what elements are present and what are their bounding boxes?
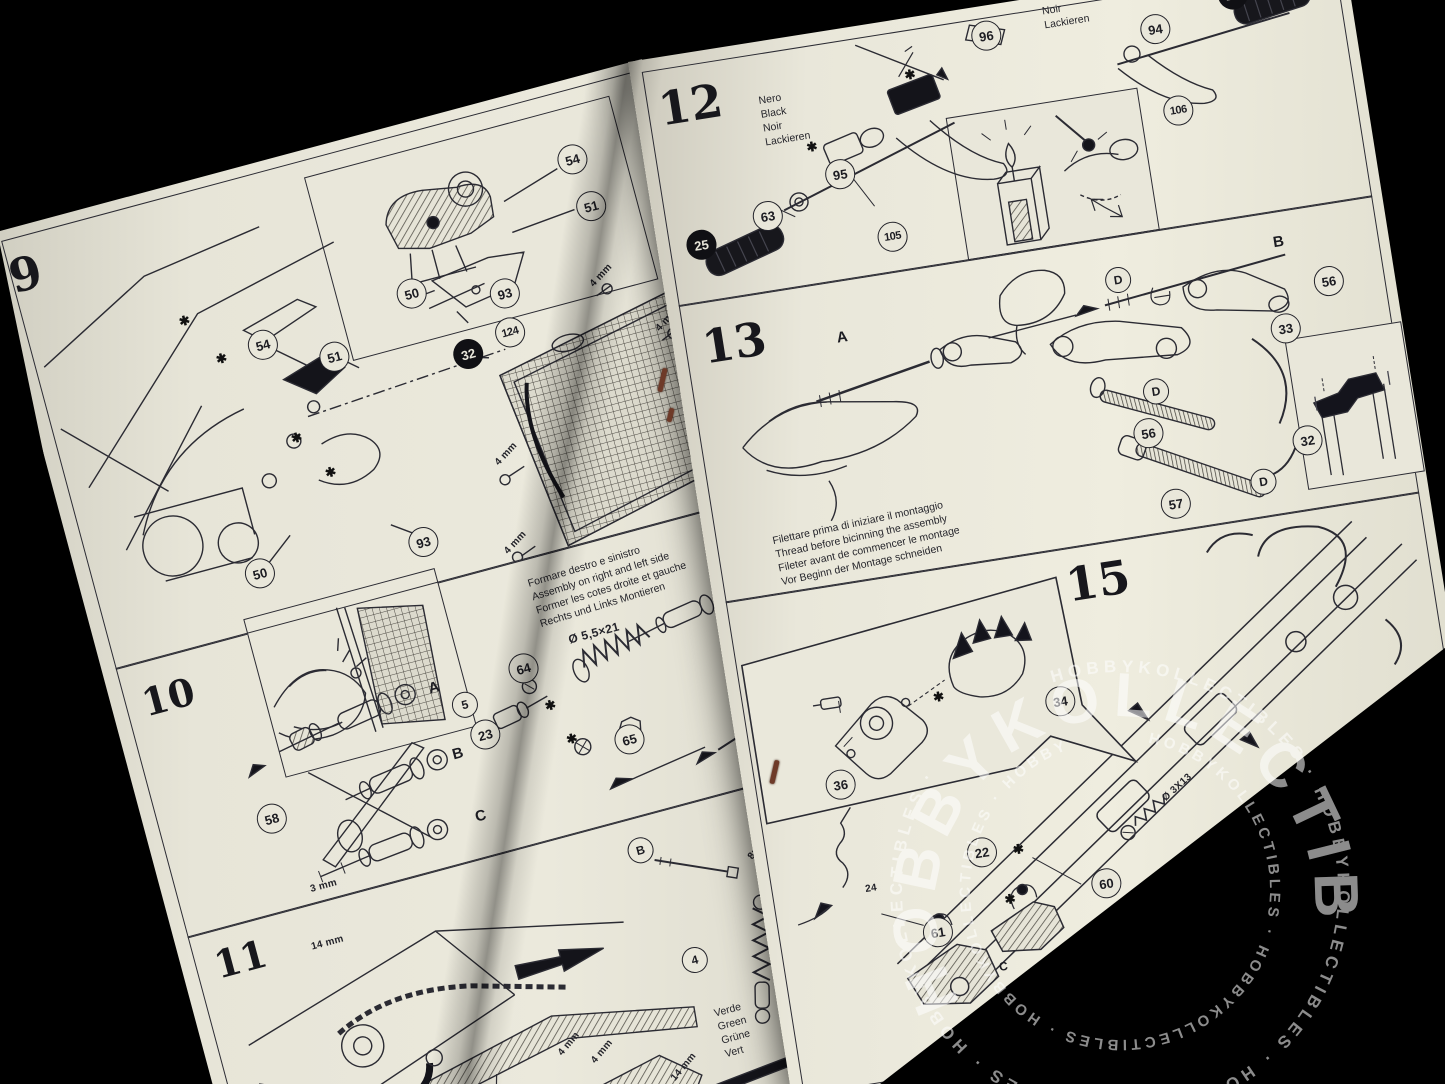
glue-mark-icon: ✱ xyxy=(932,688,946,705)
step13-drawing xyxy=(742,253,1297,522)
glue-mark-icon: ✱ xyxy=(805,138,819,156)
color-note-nero-12: Nero Black Noir Lackieren xyxy=(758,88,812,150)
step9-inset-drawing xyxy=(385,168,575,324)
step12-drawing xyxy=(705,0,1311,277)
right-page: 12 Nero Black Noir Lackieren Noir Lackie… xyxy=(628,0,1445,1084)
step10-panel: 10 58 A 5 B C 3 mm 23 64 65 ✱ ✱ Formare … xyxy=(115,498,820,939)
step9-inset: 54 51 50 93 xyxy=(303,95,659,362)
glue-mark-icon: ✱ xyxy=(903,66,917,83)
variant-b-label: B xyxy=(1271,232,1286,252)
step15-panel: 15 22 ✱ Ø 3X13 Ø 3X13 24 24 61 ✱ 60 ✱ ✱ … xyxy=(725,491,1445,1084)
step15-drawing xyxy=(797,520,1418,1006)
candle-drawing xyxy=(981,114,1139,246)
brace-drawing xyxy=(1312,354,1397,476)
step14-drawing xyxy=(740,576,1139,825)
dim-24: 24 xyxy=(864,882,878,895)
part-letter-c: C xyxy=(998,958,1009,974)
brace-inset xyxy=(1284,321,1425,490)
step13-panel: 13 A B D 56 33 D 56 32 57 D Filettare pr… xyxy=(678,195,1425,604)
step12-panel: 12 Nero Black Noir Lackieren Noir Lackie… xyxy=(641,0,1373,308)
glue-mark-icon: ✱ xyxy=(1003,890,1017,908)
variant-a-label: A xyxy=(835,328,849,347)
glue-mark-icon: ✱ xyxy=(1011,840,1025,858)
step14-panel: 14 36 34 ✱ xyxy=(727,545,1169,846)
flame-heat-inset xyxy=(945,87,1160,261)
